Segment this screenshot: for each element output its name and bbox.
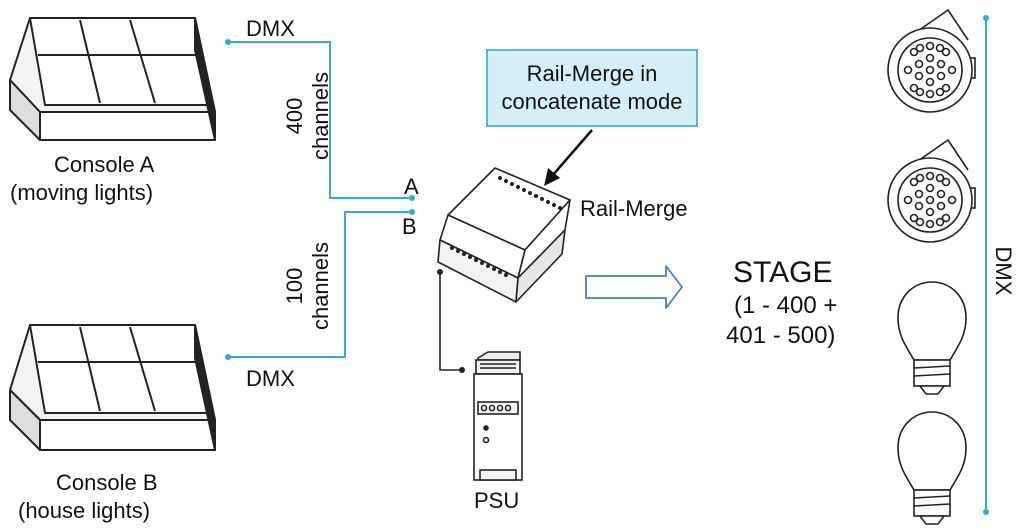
dmx-bottom-label: DMX — [246, 366, 295, 391]
console-b-label-line2: (house lights) — [18, 498, 151, 523]
stage-range-line1: (1 - 400 + — [734, 292, 838, 319]
channels-a-count: 400 — [282, 97, 307, 135]
dmx-output-top-dot — [983, 15, 989, 21]
cable-a-start-dot — [225, 39, 231, 45]
console-a-label-line2: (moving lights) — [10, 180, 154, 205]
psu-wire-start-dot — [437, 269, 443, 275]
dmx-cable-b — [228, 211, 412, 358]
channels-b-word: channels — [308, 241, 333, 331]
bulb-2-icon — [897, 411, 967, 525]
stage-title: STAGE — [733, 256, 833, 289]
psu-label: PSU — [474, 488, 520, 513]
cable-b-start-dot — [225, 354, 231, 360]
dmx-output-label: DMX — [991, 246, 1016, 296]
callout-line2: concatenate mode — [501, 89, 683, 114]
psu-icon — [473, 351, 523, 481]
channels-b-count: 100 — [282, 267, 307, 305]
console-a-icon — [9, 17, 216, 141]
callout-line1: Rail-Merge in — [526, 61, 658, 86]
bulb-1-icon — [897, 281, 967, 395]
rail-merge-label: Rail-Merge — [580, 196, 688, 221]
input-b-label: B — [402, 214, 417, 239]
channels-a-label: 400 channels — [282, 56, 338, 176]
console-b-label-line1: Console B — [56, 470, 158, 495]
input-a-label: A — [404, 174, 419, 199]
dmx-top-label: DMX — [246, 16, 295, 41]
output-arrow-icon — [585, 265, 683, 309]
psu-wire-end-dot — [459, 367, 465, 373]
psu-wire — [439, 272, 462, 371]
console-b-icon — [9, 324, 216, 451]
dmx-output-bottom-dot — [983, 509, 989, 515]
channels-a-word: channels — [308, 71, 333, 161]
rail-merge-callout: Rail-Merge in concatenate mode — [486, 49, 698, 127]
callout-arrow — [544, 129, 593, 186]
dmx-cable-a — [228, 41, 412, 199]
channels-b-label: 100 channels — [282, 226, 338, 346]
par-light-1-icon — [887, 8, 976, 113]
cable-a-end-dot — [409, 195, 415, 201]
console-a-label-line1: Console A — [54, 152, 155, 177]
par-light-2-icon — [887, 138, 976, 243]
rail-merge-device-icon — [437, 167, 571, 303]
stage-range-line2: 401 - 500) — [726, 322, 836, 349]
cable-b-end-dot — [409, 209, 415, 215]
